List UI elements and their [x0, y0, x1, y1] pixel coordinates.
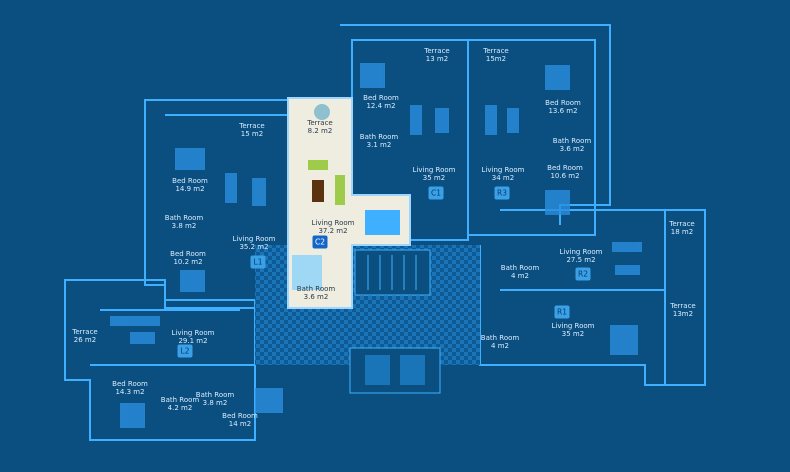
- bed: [365, 210, 400, 235]
- terrace-table-icon: [314, 104, 330, 120]
- walls: [64, 24, 706, 441]
- elevator-1: [365, 355, 390, 385]
- coffee-table: [312, 180, 324, 202]
- unit-badge-c2[interactable]: C2: [312, 235, 328, 249]
- unit-badge-r2[interactable]: R2: [575, 267, 591, 281]
- elevators: [349, 347, 441, 394]
- unit-badge-r3[interactable]: R3: [494, 186, 510, 200]
- unit-badge-r1[interactable]: R1: [554, 305, 570, 319]
- furniture: [110, 63, 642, 428]
- elevator-2: [400, 355, 425, 385]
- bathroom-fixtures: [292, 255, 322, 290]
- unit-badge-c1[interactable]: C1: [428, 186, 444, 200]
- sofa-2: [335, 175, 345, 205]
- sofa: [308, 160, 328, 170]
- unit-badge-l2[interactable]: L2: [177, 344, 193, 358]
- unit-badge-l1[interactable]: L1: [250, 255, 266, 269]
- stair-steps: [367, 255, 417, 290]
